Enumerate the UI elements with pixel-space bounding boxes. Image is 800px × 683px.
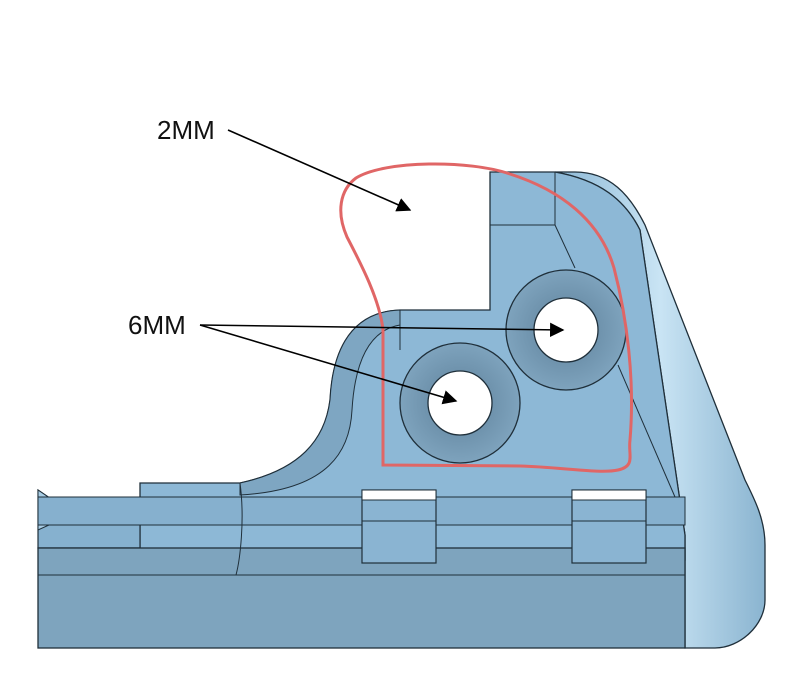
front-fillet-curve — [235, 482, 243, 576]
arrow-6mm-lower — [199, 324, 458, 405]
arrow-6mm-upper — [199, 322, 565, 338]
tower-edge — [554, 224, 576, 269]
front-face — [37, 547, 686, 649]
hole-lower — [399, 342, 521, 464]
wall-thickness-label: 2MM — [157, 115, 215, 145]
tower-edge — [617, 364, 676, 498]
slot-right — [571, 489, 647, 564]
arrow-2mm — [227, 129, 412, 212]
hole-size-label: 6MM — [128, 310, 186, 340]
highlight-outline — [339, 162, 634, 473]
slot-left — [361, 489, 437, 564]
